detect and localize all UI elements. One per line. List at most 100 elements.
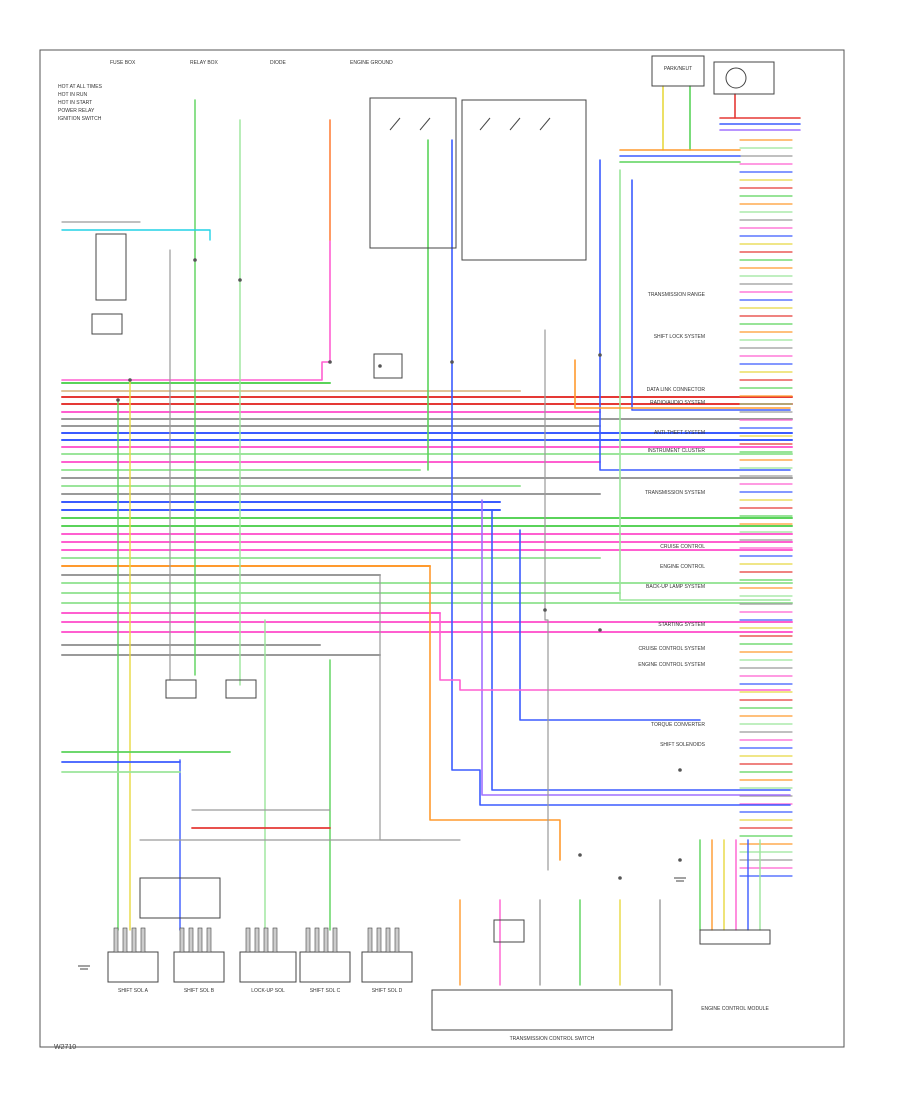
wire bbox=[574, 359, 791, 409]
splice-dot bbox=[678, 768, 682, 772]
left-relay-block bbox=[165, 679, 197, 699]
wire bbox=[631, 179, 791, 411]
splice-dot bbox=[328, 360, 332, 364]
splice-dot bbox=[238, 278, 242, 282]
connector-pin bbox=[140, 927, 146, 953]
relay-box bbox=[713, 61, 775, 95]
park-neutral-label: PARK/NEUT bbox=[664, 66, 692, 72]
transmission-control-switch-label: TRANSMISSION CONTROL SWITCH bbox=[510, 1036, 595, 1042]
system-label: CRUISE CONTROL bbox=[660, 544, 705, 550]
splice-dot bbox=[128, 378, 132, 382]
connector-pin bbox=[254, 927, 260, 953]
wire bbox=[439, 612, 791, 691]
splice-dot bbox=[578, 853, 582, 857]
system-label: CRUISE CONTROL SYSTEM bbox=[639, 646, 706, 652]
solenoid-label: SHIFT SOL A bbox=[118, 988, 149, 994]
switch-contact-symbol bbox=[509, 117, 521, 131]
wire bbox=[491, 509, 791, 791]
wire bbox=[379, 574, 461, 841]
top-note: DIODE bbox=[270, 60, 287, 66]
connector-pin bbox=[314, 927, 320, 953]
component-layer bbox=[39, 49, 845, 1048]
system-label: TORQUE CONVERTER bbox=[651, 722, 705, 728]
left-connector-block bbox=[95, 233, 127, 301]
wire bbox=[451, 139, 791, 806]
connector-pin bbox=[323, 927, 329, 953]
connector-pin bbox=[367, 927, 373, 953]
system-label: INSTRUMENT CLUSTER bbox=[648, 448, 706, 454]
connector-pin bbox=[122, 927, 128, 953]
relay-coil-symbol bbox=[725, 67, 747, 89]
solenoid-label: SHIFT SOL D bbox=[372, 988, 403, 994]
splice-dot bbox=[450, 360, 454, 364]
ecm-connector bbox=[699, 929, 771, 945]
transmission-control-switch-box bbox=[431, 989, 673, 1031]
connector-pin bbox=[394, 927, 400, 953]
connector-pin bbox=[332, 927, 338, 953]
left-note: POWER RELAY bbox=[58, 108, 95, 114]
wire bbox=[519, 529, 701, 721]
wire bbox=[61, 229, 211, 241]
wire bbox=[481, 499, 791, 796]
diagram-code: W2710 bbox=[54, 1044, 77, 1051]
switch-contact-symbol bbox=[419, 117, 431, 131]
connector-pin bbox=[131, 927, 137, 953]
splice-dot bbox=[378, 364, 382, 368]
wire bbox=[429, 565, 561, 861]
solenoid-label: SHIFT SOL B bbox=[184, 988, 215, 994]
park-neutral-box bbox=[651, 55, 705, 87]
solenoid-module bbox=[361, 951, 413, 983]
system-label: SHIFT SOLENOIDS bbox=[660, 742, 706, 748]
left-lower-box bbox=[139, 877, 221, 919]
wire bbox=[619, 169, 791, 601]
splice-dot bbox=[678, 858, 682, 862]
ecm-label: ENGINE CONTROL MODULE bbox=[701, 1006, 769, 1012]
top-note: FUSE BOX bbox=[110, 60, 136, 66]
splice-dot bbox=[618, 876, 622, 880]
system-label: BACK-UP LAMP SYSTEM bbox=[646, 584, 705, 590]
system-label: TRANSMISSION RANGE bbox=[648, 292, 706, 298]
system-label: ENGINE CONTROL SYSTEM bbox=[638, 662, 705, 668]
diode-box bbox=[373, 353, 403, 379]
secondary-relay-box bbox=[461, 99, 587, 261]
switch-contact-symbol bbox=[539, 117, 551, 131]
connector-pin bbox=[188, 927, 194, 953]
connector-pin bbox=[206, 927, 212, 953]
system-label: ENGINE CONTROL bbox=[660, 564, 705, 570]
left-note: IGNITION SWITCH bbox=[58, 116, 102, 122]
connector-pin bbox=[263, 927, 269, 953]
solenoid-module bbox=[173, 951, 225, 983]
solenoid-module bbox=[239, 951, 297, 983]
solenoid-label: SHIFT SOL C bbox=[310, 988, 341, 994]
connector-pin bbox=[376, 927, 382, 953]
left-relay-block bbox=[225, 679, 257, 699]
left-note: HOT AT ALL TIMES bbox=[58, 84, 103, 90]
wire-layer bbox=[61, 85, 801, 986]
wire bbox=[599, 159, 791, 471]
switch-contact-symbol bbox=[389, 117, 401, 131]
top-note: RELAY BOX bbox=[190, 60, 219, 66]
connector-pin bbox=[245, 927, 251, 953]
solenoid-label: LOCK-UP SOL bbox=[251, 988, 285, 994]
system-label: STARTING SYSTEM bbox=[658, 622, 705, 628]
splice-dot bbox=[543, 608, 547, 612]
connector-pin bbox=[197, 927, 203, 953]
splice-dot bbox=[116, 398, 120, 402]
system-label: SHIFT LOCK SYSTEM bbox=[654, 334, 705, 340]
splice-dot bbox=[598, 628, 602, 632]
diagram-frame bbox=[39, 49, 845, 1048]
solenoid-module bbox=[299, 951, 351, 983]
left-connector-block bbox=[91, 313, 123, 335]
system-label: DATA LINK CONNECTOR bbox=[647, 387, 706, 393]
connector-pin bbox=[305, 927, 311, 953]
connector-pin bbox=[385, 927, 391, 953]
top-note: ENGINE GROUND bbox=[350, 60, 393, 66]
system-label: RADIO/AUDIO SYSTEM bbox=[650, 400, 705, 406]
left-note: HOT IN RUN bbox=[58, 92, 87, 98]
solenoid-module bbox=[107, 951, 159, 983]
switch-contact-symbol bbox=[479, 117, 491, 131]
wire bbox=[61, 119, 331, 381]
connector-pin bbox=[113, 927, 119, 953]
